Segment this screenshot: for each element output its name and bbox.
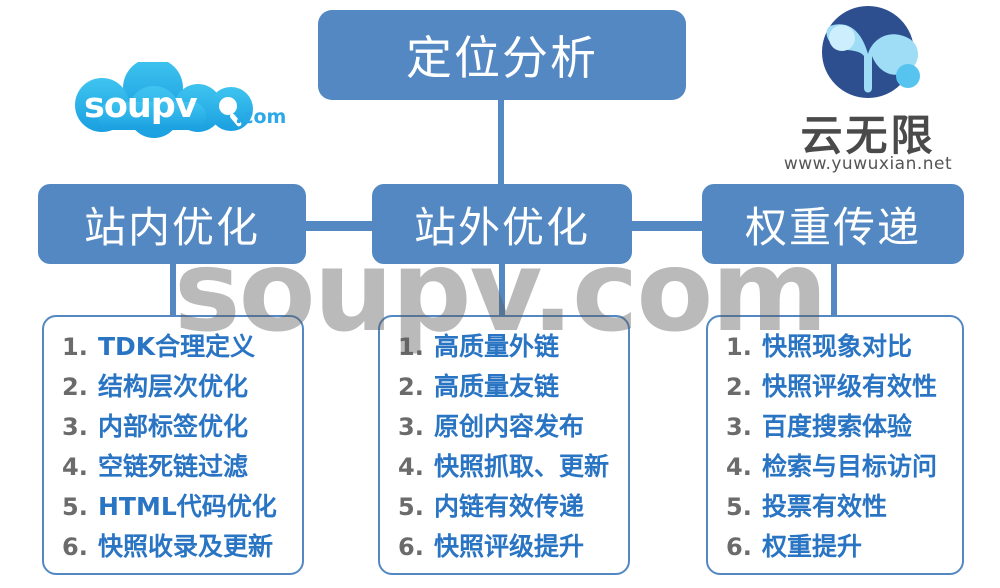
list-item-number: 6.	[398, 533, 424, 561]
list-item[interactable]: 1. TDK合理定义	[44, 327, 302, 367]
list-item[interactable]: 6. 快照评级提升	[380, 527, 628, 567]
list-item-number: 4.	[62, 453, 88, 481]
list-item[interactable]: 2. 高质量友链	[380, 367, 628, 407]
list-item[interactable]: 1. 快照现象对比	[708, 327, 962, 367]
list-item[interactable]: 3. 百度搜索体验	[708, 407, 962, 447]
list-item-number: 5.	[726, 493, 752, 521]
node-root-positioning-analysis[interactable]: 定位分析	[318, 10, 686, 100]
list-item[interactable]: 5. HTML代码优化	[44, 487, 302, 527]
list-weight-transfer: 1. 快照现象对比 2. 快照评级有效性 3. 百度搜索体验 4. 检索与目标访…	[708, 327, 962, 567]
list-item[interactable]: 3. 内部标签优化	[44, 407, 302, 447]
list-card-onsite: 1. TDK合理定义 2. 结构层次优化 3. 内部标签优化 4. 空链死链过滤…	[42, 315, 304, 575]
list-item-label: 快照现象对比	[762, 332, 913, 361]
node-branch-onsite-optimization[interactable]: 站内优化	[38, 184, 306, 264]
logo-url: www.yuwuxian.net	[783, 154, 953, 174]
list-item[interactable]: 1. 高质量外链	[380, 327, 628, 367]
list-item-number: 1.	[398, 333, 424, 361]
list-item[interactable]: 6. 权重提升	[708, 527, 962, 567]
list-item-number: 4.	[398, 453, 424, 481]
logo-yuwuxian[interactable]: 云无限 www.yuwuxian.net	[768, 4, 968, 174]
list-item-number: 6.	[62, 533, 88, 561]
list-item-number: 5.	[62, 493, 88, 521]
list-item-label: 原创内容发布	[434, 412, 585, 441]
connector-right-branch-to-card	[831, 231, 837, 317]
list-item-number: 1.	[726, 333, 752, 361]
list-item-label: 高质量友链	[434, 372, 560, 401]
list-item-label: 快照抓取、更新	[434, 452, 610, 481]
list-item[interactable]: 3. 原创内容发布	[380, 407, 628, 447]
list-item-number: 3.	[62, 413, 88, 441]
list-item-label: 快照评级提升	[434, 532, 585, 561]
list-item-number: 3.	[398, 413, 424, 441]
list-offsite: 1. 高质量外链 2. 高质量友链 3. 原创内容发布 4. 快照抓取、更新 5…	[380, 327, 628, 567]
magnifier-icon	[209, 87, 253, 131]
list-item-label: 快照评级有效性	[762, 372, 938, 401]
list-item-label: 内部标签优化	[98, 412, 249, 441]
list-item-number: 2.	[62, 373, 88, 401]
list-item-label: 内链有效传递	[434, 492, 585, 521]
connector-center-branch-to-card	[499, 231, 505, 317]
list-item-label: 权重提升	[762, 532, 863, 561]
list-item-label: HTML代码优化	[98, 492, 277, 521]
list-item[interactable]: 6. 快照收录及更新	[44, 527, 302, 567]
list-item-label: 结构层次优化	[98, 372, 249, 401]
list-item[interactable]: 2. 快照评级有效性	[708, 367, 962, 407]
logo-suffix: .com	[235, 106, 287, 128]
logo-wordmark: soupv	[84, 86, 198, 126]
list-item-label: 检索与目标访问	[762, 452, 938, 481]
list-item-label: 高质量外链	[434, 332, 560, 361]
list-item-label: 空链死链过滤	[98, 452, 249, 481]
list-item[interactable]: 5. 内链有效传递	[380, 487, 628, 527]
list-card-offsite: 1. 高质量外链 2. 高质量友链 3. 原创内容发布 4. 快照抓取、更新 5…	[378, 315, 630, 575]
list-item-label: 投票有效性	[762, 492, 888, 521]
list-card-weight-transfer: 1. 快照现象对比 2. 快照评级有效性 3. 百度搜索体验 4. 检索与目标访…	[706, 315, 964, 575]
list-item-label: 百度搜索体验	[762, 412, 913, 441]
cloud-icon	[75, 62, 253, 138]
list-item-number: 1.	[62, 333, 88, 361]
node-branch-offsite-optimization[interactable]: 站外优化	[372, 184, 632, 264]
list-onsite: 1. TDK合理定义 2. 结构层次优化 3. 内部标签优化 4. 空链死链过滤…	[44, 327, 302, 567]
list-item[interactable]: 5. 投票有效性	[708, 487, 962, 527]
connector-root-to-center	[498, 96, 504, 188]
list-item-label: 快照收录及更新	[98, 532, 274, 561]
list-item-number: 6.	[726, 533, 752, 561]
list-item-number: 2.	[398, 373, 424, 401]
list-item-number: 5.	[398, 493, 424, 521]
logo-name: 云无限	[800, 111, 936, 160]
node-branch-weight-transfer[interactable]: 权重传递	[702, 184, 964, 264]
list-item-number: 4.	[726, 453, 752, 481]
list-item-number: 3.	[726, 413, 752, 441]
yuwuxian-mark-icon	[822, 6, 920, 98]
list-item[interactable]: 2. 结构层次优化	[44, 367, 302, 407]
list-item[interactable]: 4. 检索与目标访问	[708, 447, 962, 487]
connector-left-branch-to-card	[170, 231, 176, 317]
list-item[interactable]: 4. 空链死链过滤	[44, 447, 302, 487]
list-item-label: TDK合理定义	[98, 332, 256, 361]
list-item[interactable]: 4. 快照抓取、更新	[380, 447, 628, 487]
list-item-number: 2.	[726, 373, 752, 401]
logo-soupv[interactable]: soupv .com	[58, 62, 308, 144]
